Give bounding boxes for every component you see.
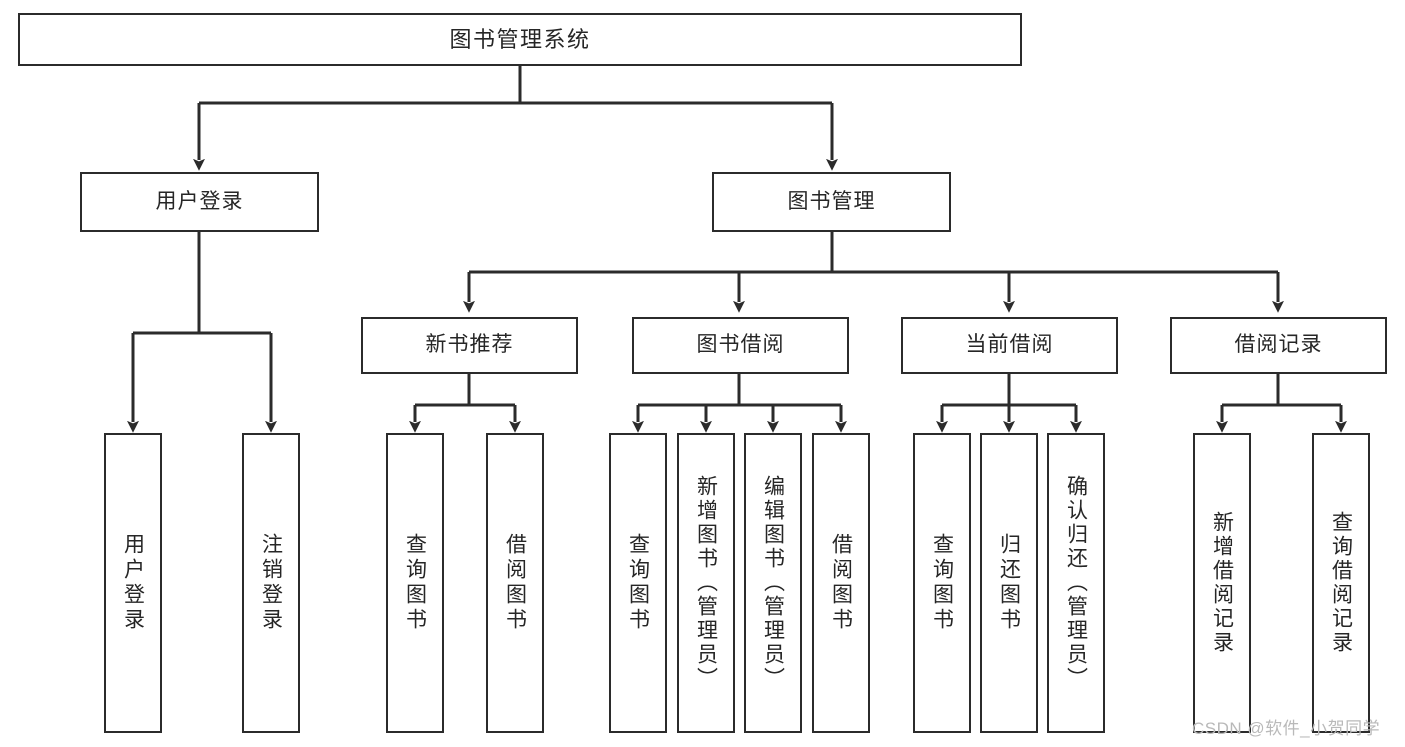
node-leaf-add-record[interactable]: 新增借阅记录: [1193, 433, 1251, 733]
node-current-borrow-label: 当前借阅: [965, 333, 1054, 357]
node-leaf-borrow-book-1-label: 借阅图书: [503, 533, 527, 633]
node-leaf-return-book[interactable]: 归还图书: [980, 433, 1038, 733]
node-user-login-label: 用户登录: [155, 189, 244, 213]
node-book-manage-label: 图书管理: [787, 189, 876, 213]
node-leaf-user-login[interactable]: 用户登录: [104, 433, 162, 733]
node-leaf-query-book-1-label: 查询图书: [403, 533, 427, 633]
node-leaf-query-book-1[interactable]: 查询图书: [386, 433, 444, 733]
node-leaf-logout-login-label: 注销登录: [259, 533, 283, 633]
node-leaf-add-record-label: 新增借阅记录: [1210, 511, 1234, 655]
node-leaf-confirm-return[interactable]: 确认归还（管理员）: [1047, 433, 1105, 733]
node-leaf-query-book-2-label: 查询图书: [626, 533, 650, 633]
node-book-borrow-label: 图书借阅: [696, 333, 785, 357]
node-new-book-recommend[interactable]: 新书推荐: [361, 317, 578, 374]
node-leaf-confirm-return-label: 确认归还（管理员）: [1064, 475, 1088, 691]
node-user-login[interactable]: 用户登录: [80, 172, 319, 232]
node-leaf-borrow-book-2[interactable]: 借阅图书: [812, 433, 870, 733]
node-book-manage[interactable]: 图书管理: [712, 172, 951, 232]
node-root-label: 图书管理系统: [449, 26, 591, 52]
node-leaf-query-record-label: 查询借阅记录: [1329, 511, 1353, 655]
node-leaf-user-login-label: 用户登录: [121, 533, 145, 633]
node-leaf-query-book-2[interactable]: 查询图书: [609, 433, 667, 733]
node-leaf-query-record[interactable]: 查询借阅记录: [1312, 433, 1370, 733]
node-leaf-query-book-3-label: 查询图书: [930, 533, 954, 633]
node-leaf-edit-book[interactable]: 编辑图书（管理员）: [744, 433, 802, 733]
node-root[interactable]: 图书管理系统: [18, 13, 1022, 66]
node-current-borrow[interactable]: 当前借阅: [901, 317, 1118, 374]
node-borrow-record-label: 借阅记录: [1234, 333, 1323, 357]
node-leaf-edit-book-label: 编辑图书（管理员）: [761, 475, 785, 691]
node-leaf-logout-login[interactable]: 注销登录: [242, 433, 300, 733]
node-book-borrow[interactable]: 图书借阅: [632, 317, 849, 374]
node-leaf-return-book-label: 归还图书: [997, 533, 1021, 633]
node-new-book-recommend-label: 新书推荐: [425, 333, 514, 357]
csdn-watermark: CSDN @软件_小贺同学: [1192, 719, 1381, 738]
node-leaf-borrow-book-2-label: 借阅图书: [829, 533, 853, 633]
node-borrow-record[interactable]: 借阅记录: [1170, 317, 1387, 374]
node-leaf-add-book-label: 新增图书（管理员）: [694, 475, 718, 691]
node-leaf-add-book[interactable]: 新增图书（管理员）: [677, 433, 735, 733]
node-leaf-query-book-3[interactable]: 查询图书: [913, 433, 971, 733]
node-leaf-borrow-book-1[interactable]: 借阅图书: [486, 433, 544, 733]
